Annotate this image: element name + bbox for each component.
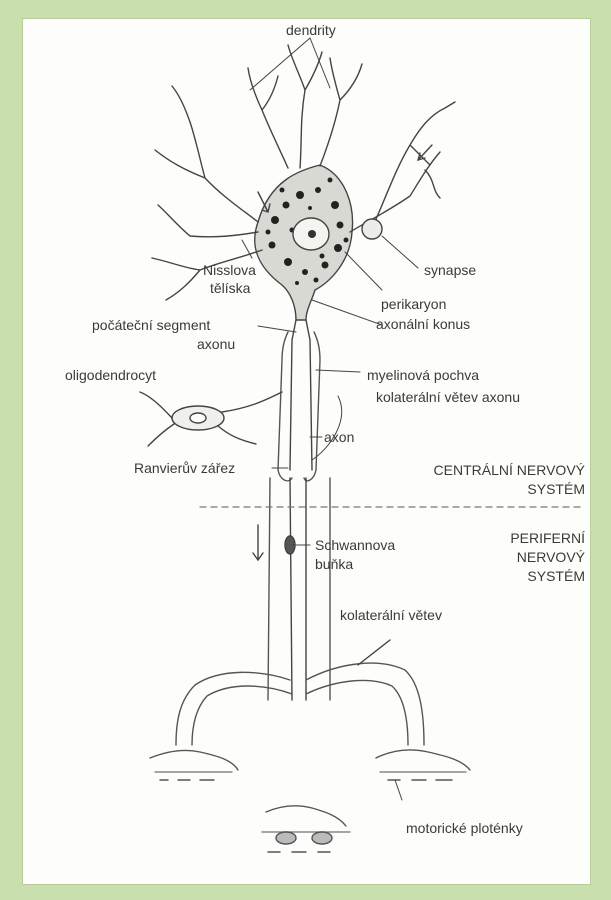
label-cns-1: CENTRÁLNÍ NERVOVÝ [434, 462, 585, 479]
collateral-left [176, 672, 292, 745]
synapse-knob [362, 219, 382, 239]
label-nissl-1: Nisslova [203, 262, 256, 279]
label-motor-endplates: motorické ploténky [406, 820, 523, 837]
label-nissl-2: tělíska [210, 280, 250, 297]
label-axon: axon [324, 429, 354, 446]
label-pns-2: NERVOVÝ [517, 549, 585, 566]
endplate-right [376, 750, 470, 780]
axon-lower [268, 478, 330, 700]
label-pns-1: PERIFERNÍ [510, 530, 585, 547]
endplate-left [150, 750, 238, 780]
label-axon-collateral: kolaterální větev axonu [376, 389, 520, 406]
label-initial-segment-2: axonu [197, 336, 235, 353]
presynaptic-axon [372, 102, 455, 228]
label-perikaryon: perikaryon [381, 296, 446, 313]
arrow-input [418, 145, 432, 160]
label-collateral-branch: kolaterální větev [340, 607, 442, 624]
arrow-conduction [253, 525, 263, 560]
label-cns-2: SYSTÉM [527, 481, 585, 498]
nucleolus [308, 230, 316, 238]
label-axon-hillock: axonální konus [376, 316, 470, 333]
label-ranvier-node: Ranvierův zářez [134, 460, 235, 477]
label-pns-3: SYSTÉM [527, 568, 585, 585]
label-initial-segment-1: počáteční segment [92, 317, 210, 334]
axon-initial [290, 320, 312, 470]
label-oligodendrocyte: oligodendrocyt [65, 367, 156, 384]
label-myelin-sheath: myelinová pochva [367, 367, 479, 384]
label-schwann-1: Schwannova [315, 537, 395, 554]
collateral-leader [358, 640, 390, 665]
label-schwann-2: buňka [315, 556, 353, 573]
label-dendrites: dendrity [286, 22, 336, 39]
label-synapse: synapse [424, 262, 476, 279]
collateral-right [306, 663, 424, 745]
endplate-bottom [262, 806, 350, 852]
oligodendrocyte-cell [140, 392, 282, 446]
axon-core [290, 478, 306, 700]
